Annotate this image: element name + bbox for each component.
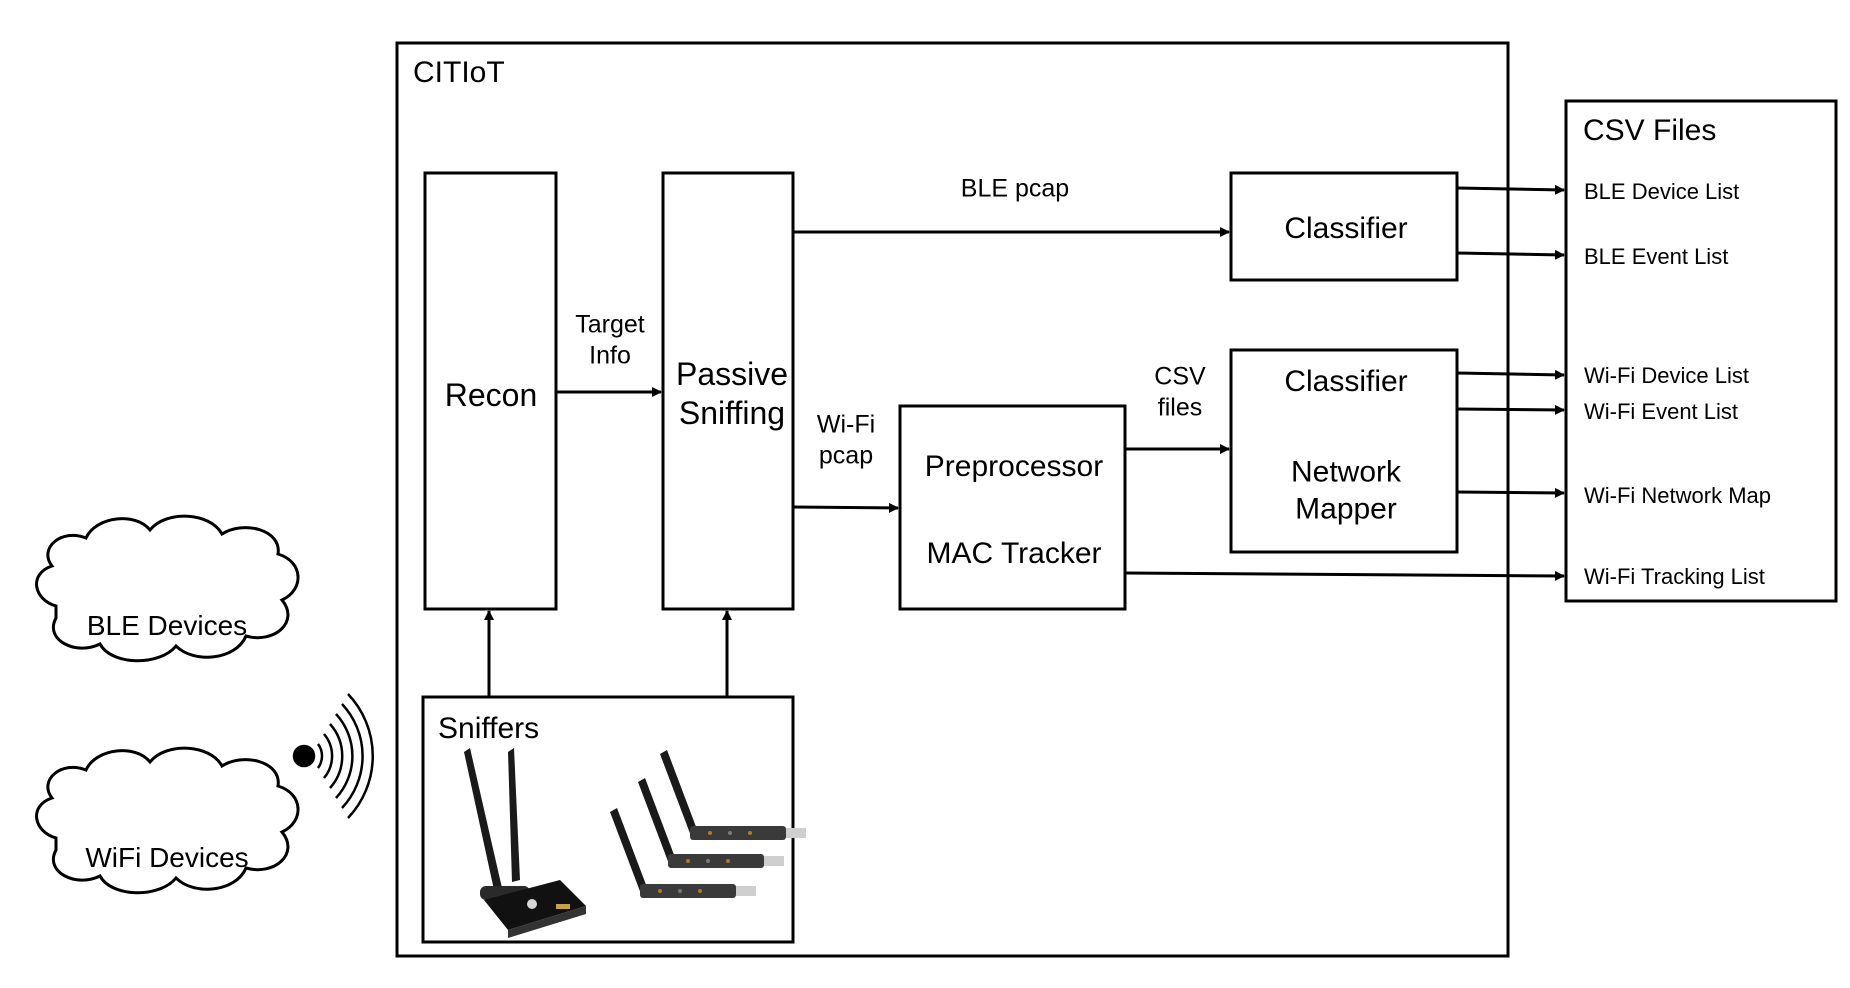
classifier-wifi-label: Classifier xyxy=(1284,365,1408,398)
network-mapper-label-line-1: Network xyxy=(1290,455,1402,489)
preprocessor-label: Preprocessor xyxy=(924,450,1104,483)
system-title: CITIoT xyxy=(413,56,505,89)
classifier-ble-block xyxy=(1229,171,1459,282)
sniffers-label: Sniffers xyxy=(438,712,540,745)
ble-devices-cloud xyxy=(35,514,300,663)
network-mapper-label-line-2: Mapper xyxy=(1295,492,1397,525)
csv-item-wifi-event-list: Wi-Fi Event List xyxy=(1584,399,1739,424)
preprocessor-block xyxy=(898,404,1127,611)
target-info-label-line-1: Target xyxy=(575,310,645,339)
arrow-wifi-event-list xyxy=(1456,404,1565,415)
wifi-adapter-image xyxy=(464,748,586,938)
citiot-boundary xyxy=(395,41,1510,958)
target-info-label-line-2: Info xyxy=(589,341,631,369)
csv-item-wifi-tracking-list: Wi-Fi Tracking List xyxy=(1584,564,1765,589)
wifi-devices-label: WiFi Devices xyxy=(85,842,249,873)
sniffers-block xyxy=(421,695,795,944)
recon-block xyxy=(423,171,558,611)
csv-files-block xyxy=(1564,99,1838,603)
csv-item-ble-device-list: BLE Device List xyxy=(1584,179,1740,204)
classifier-ble-label: Classifier xyxy=(1284,212,1408,245)
wifi-pcap-label-line-1: Wi-Fi xyxy=(816,410,876,439)
passive-sniffing-label-line-1: Passive xyxy=(675,355,789,392)
csv-item-wifi-network-map: Wi-Fi Network Map xyxy=(1584,483,1772,508)
csv-files-edge-label-line-2: files xyxy=(1157,393,1203,421)
csv-files-edge-label-line-1: CSV xyxy=(1154,362,1206,391)
target-info-label: Target Info xyxy=(575,310,644,371)
recon-label: Recon xyxy=(444,377,538,413)
mac-tracker-label: MAC Tracker xyxy=(926,537,1102,570)
arrow-ble-event-list xyxy=(1456,249,1565,260)
csv-files-title: CSV Files xyxy=(1583,114,1717,147)
classifier-wifi-block xyxy=(1229,348,1459,554)
arrow-wifi-network-map xyxy=(1456,487,1565,498)
arrow-wifi-device-list xyxy=(1456,369,1565,380)
wifi-devices-cloud xyxy=(35,746,300,895)
ble-devices-label: BLE Devices xyxy=(86,610,248,641)
network-mapper-label: Network Mapper xyxy=(1291,454,1401,527)
csv-item-ble-event-list: BLE Event List xyxy=(1584,244,1729,269)
wifi-pcap-label-line-2: pcap xyxy=(818,441,874,469)
ble-sniffer-dongles-image xyxy=(610,750,806,898)
arrow-wifi-pcap xyxy=(792,502,899,513)
csv-item-wifi-device-list: Wi-Fi Device List xyxy=(1584,363,1750,388)
passive-sniffing-block xyxy=(661,171,795,611)
csv-files-edge-label: CSV files xyxy=(1154,362,1205,423)
passive-sniffing-label: Passive Sniffing xyxy=(676,355,788,433)
arrow-tracker-to-tracking-list xyxy=(1124,570,1565,581)
wifi-pcap-label: Wi-Fi pcap xyxy=(817,410,875,471)
passive-sniffing-label-line-2: Sniffing xyxy=(678,395,786,431)
wireless-signal-icon xyxy=(292,693,375,819)
ble-pcap-label: BLE pcap xyxy=(960,174,1070,203)
arrow-ble-device-list xyxy=(1456,184,1565,195)
